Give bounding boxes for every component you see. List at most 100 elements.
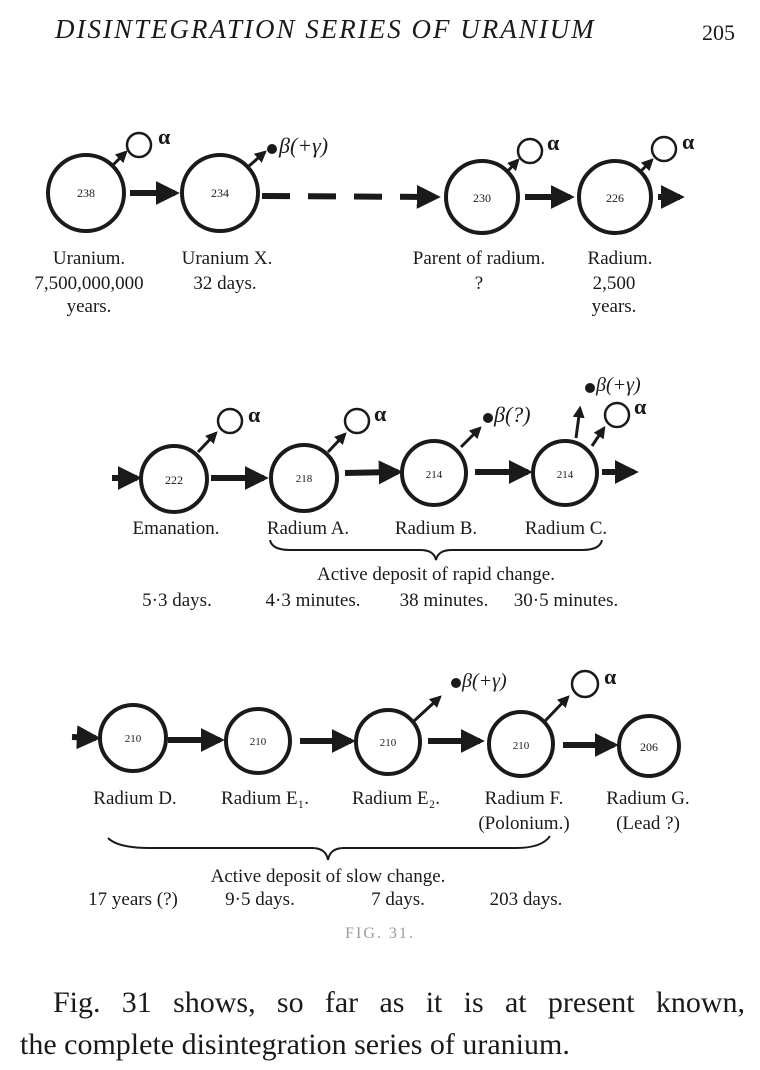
emission-arrow xyxy=(111,150,128,167)
beta-label: β(?) xyxy=(493,402,531,427)
transition-arrow-dashed xyxy=(261,184,441,209)
half-life: 9·5 days. xyxy=(225,889,295,910)
nucleus-circle xyxy=(139,444,209,514)
alpha-particle-circle xyxy=(516,137,544,165)
alpha-particle-circle xyxy=(570,669,600,699)
half-life: 32 days. xyxy=(193,273,256,294)
element-name: Uranium. xyxy=(53,248,125,269)
nucleus-mass: 214 xyxy=(426,469,443,481)
page-number: 205 xyxy=(702,20,735,45)
emission-arrow xyxy=(196,431,218,454)
element-note: (Polonium.) xyxy=(478,813,569,834)
body-paragraph: Fig. 31 shows, so far as it is at presen… xyxy=(20,982,745,1066)
nucleus-circle xyxy=(577,159,653,235)
body-line: the complete disintegration series of ur… xyxy=(20,1028,570,1061)
nucleus-circle xyxy=(98,703,168,773)
nucleus-circle xyxy=(487,710,555,778)
element-name: Radium D. xyxy=(93,788,176,809)
emission-arrow xyxy=(543,695,570,723)
emission-arrow xyxy=(505,158,520,174)
nucleus-circle xyxy=(400,439,468,507)
element-name: Radium F. xyxy=(485,788,564,809)
row-2: 222 218 214 214 α α β(?) β(+γ) α Emanati… xyxy=(112,374,647,611)
beta-gamma-label: β(+γ) xyxy=(595,374,641,396)
nucleus-mass: 214 xyxy=(557,469,574,481)
alpha-symbol: α xyxy=(634,394,647,419)
nucleus-circle xyxy=(617,714,681,778)
alpha-particle-circle xyxy=(125,131,153,159)
element-name: Radium E₂. xyxy=(352,788,440,809)
half-life: 7,500,000,000 xyxy=(34,273,143,294)
group-label: Active deposit of rapid change. xyxy=(317,564,555,585)
beta-particle-dot xyxy=(483,413,493,423)
beta-gamma-label: β(+γ) xyxy=(461,670,507,692)
row-1: 238 234 230 226 α β(+γ) α α Uranium. 7,5… xyxy=(34,124,695,317)
half-life: years. xyxy=(592,296,637,317)
element-name: Emanation. xyxy=(132,518,219,539)
half-life: 5·3 days. xyxy=(142,590,212,611)
nucleus-circle xyxy=(354,708,422,776)
row-3: 210 210 210 210 206 β(+γ) α Radium D. Ra… xyxy=(71,664,690,910)
disintegration-diagram: 238 234 230 226 α β(+γ) α α Uranium. 7,5… xyxy=(34,124,695,910)
element-name: Parent of radium. xyxy=(413,248,545,269)
beta-particle-dot xyxy=(451,678,461,688)
nucleus-mass: 230 xyxy=(473,191,491,205)
beta-gamma-label: β(+γ) xyxy=(278,133,328,158)
beta-particle-dot xyxy=(585,383,595,393)
nucleus-circle xyxy=(224,707,292,775)
nucleus-mass: 238 xyxy=(77,186,95,200)
beta-particle-dot xyxy=(267,144,277,154)
nucleus-mass: 206 xyxy=(640,740,658,754)
nucleus-mass: 226 xyxy=(606,191,624,205)
alpha-symbol: α xyxy=(374,401,387,426)
transition-arrow xyxy=(344,460,403,485)
element-name: Uranium X. xyxy=(182,248,273,269)
emission-arrow xyxy=(459,426,482,449)
half-life: 17 years (?) xyxy=(88,889,178,910)
nucleus-mass: 210 xyxy=(125,733,142,745)
emission-arrow xyxy=(248,150,267,168)
running-title: DISINTEGRATION SERIES OF URANIUM xyxy=(55,14,596,44)
nucleus-mass: 218 xyxy=(296,473,313,485)
element-name: Radium E₁. xyxy=(221,788,309,809)
alpha-particle-circle xyxy=(603,401,631,429)
element-note: (Lead ?) xyxy=(616,813,680,834)
half-life: 30·5 minutes. xyxy=(514,590,619,611)
element-name: Radium B. xyxy=(395,518,477,539)
nucleus-mass: 210 xyxy=(380,737,397,749)
half-life: years. xyxy=(67,296,112,317)
half-life: 38 minutes. xyxy=(400,590,489,611)
alpha-particle-circle xyxy=(343,407,371,435)
emission-arrow xyxy=(572,405,585,439)
half-life: 2,500 xyxy=(593,273,636,294)
page-header: DISINTEGRATION SERIES OF URANIUM 205 xyxy=(0,0,760,50)
emission-arrow xyxy=(412,695,442,723)
nucleus-mass: 234 xyxy=(211,186,229,200)
nucleus-circle xyxy=(269,443,339,513)
nucleus-circle xyxy=(46,153,126,233)
nucleus-circle xyxy=(444,159,520,235)
emission-arrow xyxy=(590,426,606,447)
element-name: Radium G. xyxy=(606,788,689,809)
body-line: Fig. 31 shows, so far as it is at presen… xyxy=(53,986,745,1019)
group-brace xyxy=(107,835,551,861)
half-life: 7 days. xyxy=(371,889,425,910)
transition-arrow xyxy=(71,725,101,750)
alpha-particle-circle xyxy=(216,407,244,435)
nucleus-mass: 210 xyxy=(513,740,530,752)
alpha-symbol: α xyxy=(158,124,171,149)
group-label: Active deposit of slow change. xyxy=(211,866,446,887)
alpha-particle-circle xyxy=(650,135,678,163)
half-life: ? xyxy=(475,273,483,294)
alpha-symbol: α xyxy=(604,664,617,689)
alpha-symbol: α xyxy=(547,130,560,155)
element-name: Radium C. xyxy=(525,518,607,539)
half-life: 4·3 minutes. xyxy=(266,590,361,611)
half-life: 203 days. xyxy=(490,889,563,910)
element-name: Radium A. xyxy=(267,518,349,539)
figure-caption: FIG. 31. xyxy=(345,925,415,942)
alpha-symbol: α xyxy=(248,402,261,427)
emission-arrow xyxy=(326,432,347,454)
element-name: Radium. xyxy=(588,248,653,269)
nucleus-mass: 222 xyxy=(165,473,183,487)
